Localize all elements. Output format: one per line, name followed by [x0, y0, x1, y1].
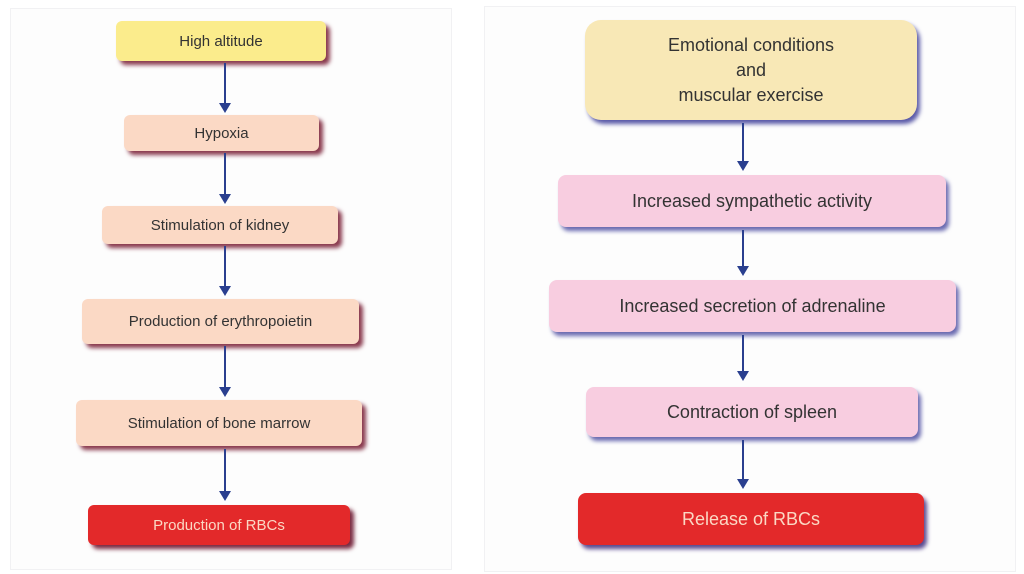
step-increased-secretion-of-adrenaline: Increased secretion of adrenaline	[549, 280, 956, 332]
step-high-altitude: High altitude	[116, 21, 326, 61]
arrow-down-icon	[219, 153, 231, 204]
step-production-of-rbcs: Production of RBCs	[88, 505, 350, 545]
step-contraction-of-spleen: Contraction of spleen	[586, 387, 918, 437]
step-stimulation-of-bone-marrow: Stimulation of bone marrow	[76, 400, 362, 446]
arrow-down-icon	[219, 246, 231, 296]
arrow-down-icon	[219, 346, 231, 397]
arrow-down-icon	[737, 335, 749, 381]
step-increased-sympathetic-activity: Increased sympathetic activity	[558, 175, 946, 227]
step-hypoxia: Hypoxia	[124, 115, 319, 151]
arrow-down-icon	[219, 449, 231, 501]
arrow-down-icon	[219, 63, 231, 113]
step-emotional-conditions-and-muscular-exercise: Emotional conditions and muscular exerci…	[585, 20, 917, 120]
step-production-of-erythropoietin: Production of erythropoietin	[82, 299, 359, 344]
arrow-down-icon	[737, 440, 749, 489]
arrow-down-icon	[737, 230, 749, 276]
arrow-down-icon	[737, 123, 749, 171]
step-stimulation-of-kidney: Stimulation of kidney	[102, 206, 338, 244]
left-flowchart-panel	[10, 8, 452, 570]
step-release-of-rbcs: Release of RBCs	[578, 493, 924, 545]
